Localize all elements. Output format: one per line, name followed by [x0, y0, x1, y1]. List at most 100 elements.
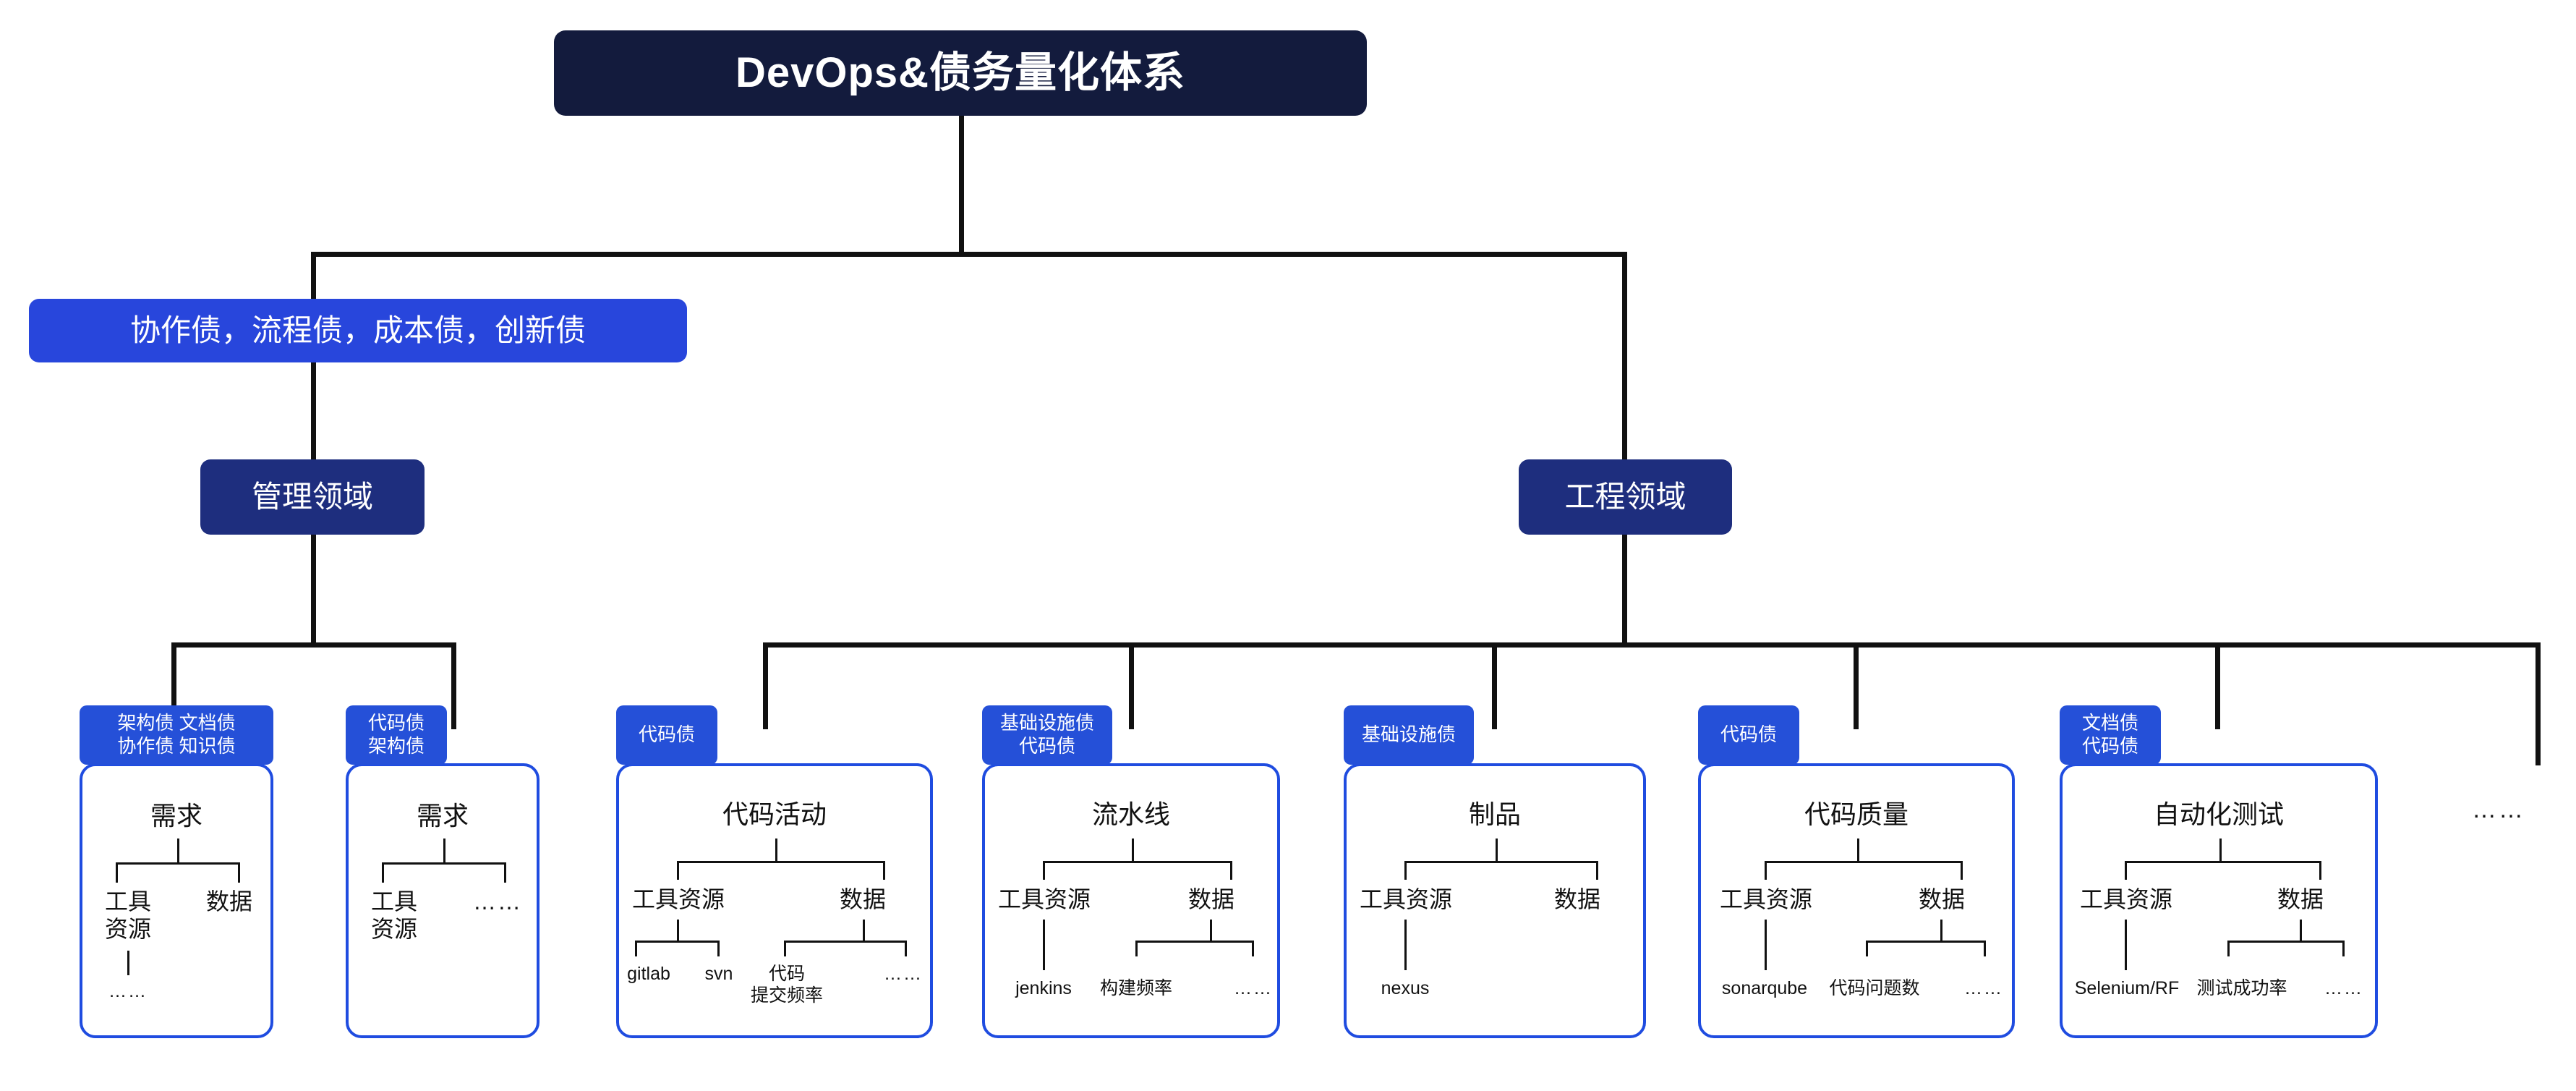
leaf-issue-count: 代码问题数 — [1829, 978, 1920, 998]
bracket-left-leg-tool — [635, 941, 637, 956]
leaf-data: 数据 — [205, 888, 252, 914]
tag-badge-pipeline[interactable]: 基础设施债 代码债 — [982, 705, 1112, 765]
leaf-data-more: …… — [1234, 978, 1273, 998]
card-title-code-quality: 代码质量 — [1804, 799, 1908, 829]
card-artifact[interactable]: 制品 工具资源 数据 nexus — [1344, 763, 1646, 1038]
connector-engineering-bar — [763, 642, 2541, 648]
bracket-left-leg — [1404, 861, 1407, 880]
bracket-stem-tool — [1043, 920, 1045, 970]
bracket-bar — [1404, 861, 1598, 863]
bracket-stem-tool — [127, 951, 129, 975]
connector-engineering-stem — [1622, 535, 1627, 643]
tag-badge-artifact[interactable]: 基础设施债 — [1344, 705, 1474, 765]
leaf-gitlab: gitlab — [627, 964, 670, 984]
leaf-tool-resource: 工具资源 — [631, 886, 725, 912]
debt-summary-label: 协作债，流程债，成本债，创新债 — [129, 313, 586, 348]
bracket-stem-data — [1210, 920, 1212, 943]
bracket-stem-tool — [1404, 920, 1407, 970]
leaf-data: 数据 — [1187, 886, 1234, 912]
tag-badge-code-activity[interactable]: 代码债 — [616, 705, 717, 765]
connector-engineering-drop-3 — [1492, 642, 1497, 729]
leaf-build-freq: 构建频率 — [1099, 978, 1172, 998]
leaf-data-more: …… — [2324, 978, 2363, 998]
leaf-jenkins: jenkins — [1015, 978, 1072, 998]
card-auto-test[interactable]: 自动化测试 工具资源 数据 Selenium/RF 测试成功率 …… — [2060, 763, 2378, 1038]
bracket-right-leg — [1230, 861, 1232, 880]
bracket-left-leg — [677, 861, 679, 880]
card-pipeline[interactable]: 流水线 工具资源 数据 jenkins 构建频率 …… — [982, 763, 1280, 1038]
connector-engineering-drop-6 — [2536, 642, 2541, 765]
leaf-data: 数据 — [839, 886, 886, 912]
bracket-stem — [2219, 839, 2222, 863]
leaf-tool-resource: 工具 资源 — [104, 888, 151, 943]
leaf-data-more: …… — [1964, 978, 2003, 998]
connector-engineering-drop-4 — [1854, 642, 1859, 729]
tail-more-dots: …… — [2472, 796, 2525, 823]
bracket-stem — [443, 839, 445, 865]
card-code-activity[interactable]: 代码活动 工具资源 数据 gitlab svn 代码 提交频率 …… — [616, 763, 933, 1038]
bracket-right-leg — [883, 861, 885, 880]
leaf-data: 数据 — [1553, 886, 1600, 912]
bracket-stem-data — [2300, 920, 2302, 943]
connector-management-drop-2 — [451, 642, 456, 729]
domain-box-management[interactable]: 管理领域 — [200, 459, 425, 535]
tag-badge-req-eng[interactable]: 代码债 架构债 — [346, 705, 447, 765]
leaf-commit-freq: 代码 提交频率 — [750, 964, 823, 1006]
leaf-data: 数据 — [1918, 886, 1965, 912]
bracket-bar — [382, 862, 506, 865]
connector-root-stem — [959, 116, 964, 252]
card-req-eng[interactable]: 需求 工具 资源 …… — [346, 763, 539, 1038]
leaf-svn: svn — [704, 964, 733, 984]
tag-badge-req-mgmt[interactable]: 架构债 文档债 协作债 知识债 — [80, 705, 273, 765]
connector-engineering-drop-5 — [2215, 642, 2220, 729]
connector-engineering-drop-2 — [1129, 642, 1134, 729]
tag-badge-code-quality[interactable]: 代码债 — [1698, 705, 1799, 765]
connector-top-bar — [311, 252, 1627, 257]
bracket-right-leg-data — [2342, 941, 2345, 956]
bracket-right-leg — [504, 862, 506, 883]
tag-badge-auto-test[interactable]: 文档债 代码债 — [2060, 705, 2161, 765]
bracket-stem — [775, 839, 777, 863]
leaf-tool-more: …… — [108, 981, 148, 1001]
bracket-stem-tool — [2125, 920, 2127, 970]
leaf-tool-resource: 工具资源 — [1719, 886, 1812, 912]
bracket-left-leg-data — [784, 941, 786, 956]
leaf-nexus: nexus — [1381, 978, 1430, 998]
bracket-bar-data — [1866, 941, 1986, 943]
card-code-quality[interactable]: 代码质量 工具资源 数据 sonarqube 代码问题数 …… — [1698, 763, 2015, 1038]
leaf-tool-resource: 工具资源 — [2079, 886, 2172, 912]
bracket-bar-data — [784, 941, 907, 943]
connector-management-drop-1 — [171, 642, 176, 729]
bracket-stem — [177, 839, 179, 865]
bracket-stem — [1857, 839, 1859, 863]
bracket-stem-tool — [677, 920, 679, 943]
domain-label-engineering: 工程领域 — [1564, 480, 1686, 514]
bracket-stem — [1496, 839, 1498, 863]
leaf-test-pass-rate: 测试成功率 — [2196, 978, 2287, 998]
bracket-left-leg — [1043, 861, 1045, 880]
leaf-tool-resource: 工具 资源 — [370, 888, 417, 943]
root-node[interactable]: DevOps&债务量化体系 — [554, 30, 1367, 116]
bracket-stem — [1132, 839, 1134, 863]
leaf-more: …… — [473, 888, 522, 914]
card-title-req-mgmt: 需求 — [150, 801, 202, 831]
card-title-req-eng: 需求 — [416, 801, 469, 831]
leaf-sonarqube: sonarqube — [1721, 978, 1808, 998]
domain-box-engineering[interactable]: 工程领域 — [1519, 459, 1732, 535]
bracket-right-leg — [1596, 861, 1598, 880]
bracket-left-leg-data — [2227, 941, 2230, 956]
bracket-left-leg — [2125, 861, 2127, 880]
bracket-right-leg-data — [1252, 941, 1254, 956]
bracket-bar-data — [1135, 941, 1254, 943]
connector-engineering-drop-1 — [763, 642, 768, 729]
bracket-right-leg-data — [1984, 941, 1986, 956]
bracket-bar — [116, 862, 240, 865]
card-req-mgmt[interactable]: 需求 工具 资源 数据 …… — [80, 763, 273, 1038]
card-title-artifact: 制品 — [1468, 799, 1521, 829]
bracket-bar — [2125, 861, 2321, 863]
connector-management-stem — [311, 535, 316, 643]
card-title-code-activity: 代码活动 — [722, 799, 827, 829]
bracket-bar — [1765, 861, 1963, 863]
debt-summary-pill[interactable]: 协作债，流程债，成本债，创新债 — [29, 299, 687, 362]
bracket-left-leg — [116, 862, 118, 883]
